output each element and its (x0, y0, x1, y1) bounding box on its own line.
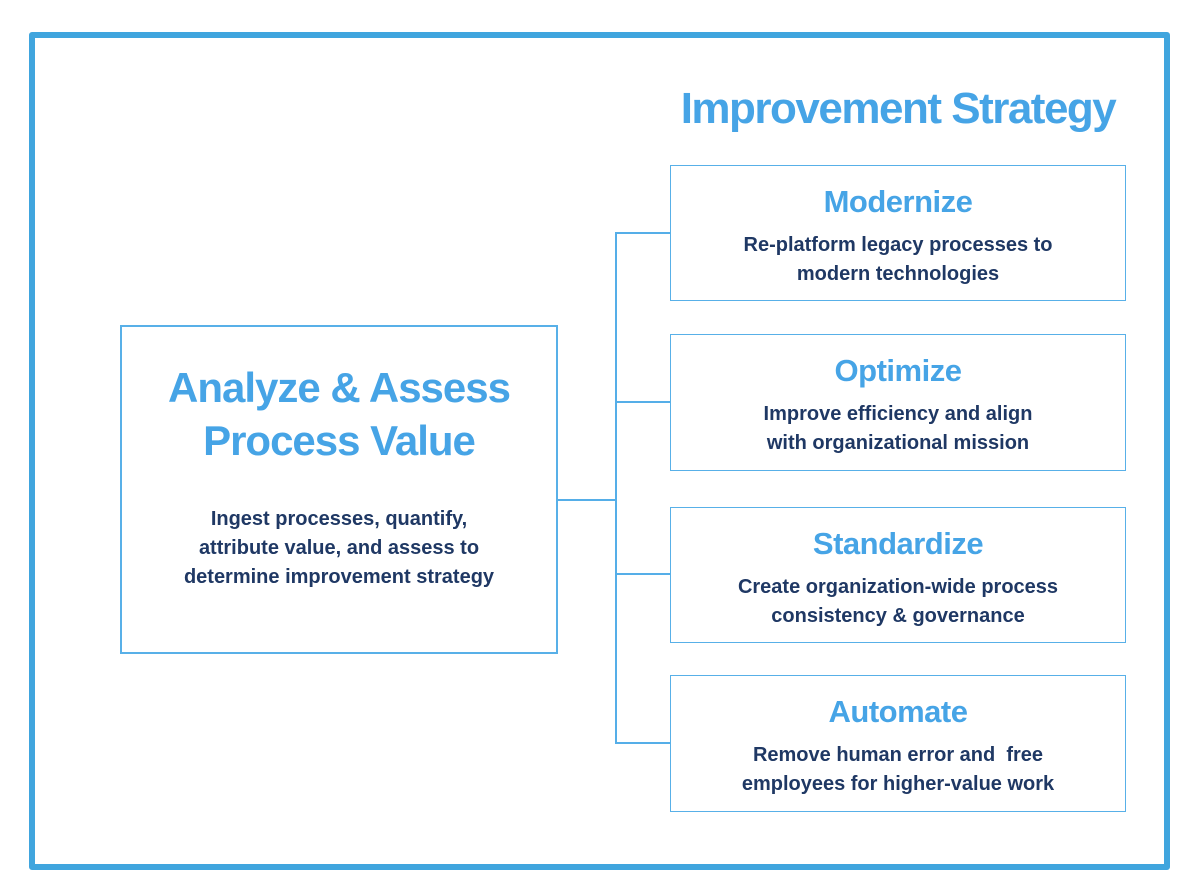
strategy-desc-line: with organizational mission (766, 432, 1030, 454)
analyze-assess-title-line-1: Analyze & Assess (168, 364, 511, 411)
strategy-title-standardize: Standardize (812, 526, 984, 561)
strategy-title-optimize: Optimize (834, 353, 962, 388)
analyze-assess-title: Analyze & Assess Process Value (122, 361, 556, 467)
strategy-box-optimize: Optimize Improve efficiency and align wi… (670, 334, 1126, 471)
strategy-title-modernize: Modernize (823, 184, 973, 219)
connector-source-stub (558, 499, 616, 501)
strategy-desc-line: Remove human error and free (752, 744, 1044, 766)
analyze-assess-desc-line-3: determine improvement strategy (183, 566, 495, 588)
analyze-assess-box: Analyze & Assess Process Value Ingest pr… (120, 325, 558, 654)
strategy-box-automate: Automate Remove human error and free emp… (670, 675, 1126, 812)
analyze-assess-title-line-2: Process Value (203, 417, 476, 464)
outer-frame (29, 32, 1170, 870)
connector-stub-modernize (615, 232, 670, 234)
strategy-desc-line: consistency & governance (771, 605, 1025, 627)
analyze-assess-description: Ingest processes, quantify, attribute va… (122, 505, 556, 592)
connector-stub-optimize (615, 401, 670, 403)
strategy-desc-line: modern technologies (796, 263, 1000, 285)
connector-trunk-line (615, 232, 617, 744)
strategy-description-optimize: Improve efficiency and align with organi… (671, 400, 1125, 458)
analyze-assess-desc-line-1: Ingest processes, quantify, (210, 508, 468, 530)
strategy-title-automate: Automate (828, 694, 968, 729)
strategy-box-standardize: Standardize Create organization-wide pro… (670, 507, 1126, 643)
connector-stub-automate (615, 742, 670, 744)
strategy-desc-line: Improve efficiency and align (763, 403, 1033, 425)
strategy-box-modernize: Modernize Re-platform legacy processes t… (670, 165, 1126, 301)
strategy-desc-line: Re-platform legacy processes to (743, 234, 1053, 256)
strategy-desc-line: Create organization-wide process (737, 576, 1059, 598)
strategy-description-standardize: Create organization-wide process consist… (671, 573, 1125, 631)
page-title: Improvement Strategy (680, 84, 1117, 133)
strategy-desc-line: employees for higher-value work (741, 773, 1055, 795)
strategy-description-automate: Remove human error and free employees fo… (671, 741, 1125, 799)
connector-stub-standardize (615, 573, 670, 575)
strategy-description-modernize: Re-platform legacy processes to modern t… (671, 231, 1125, 289)
analyze-assess-desc-line-2: attribute value, and assess to (198, 537, 480, 559)
